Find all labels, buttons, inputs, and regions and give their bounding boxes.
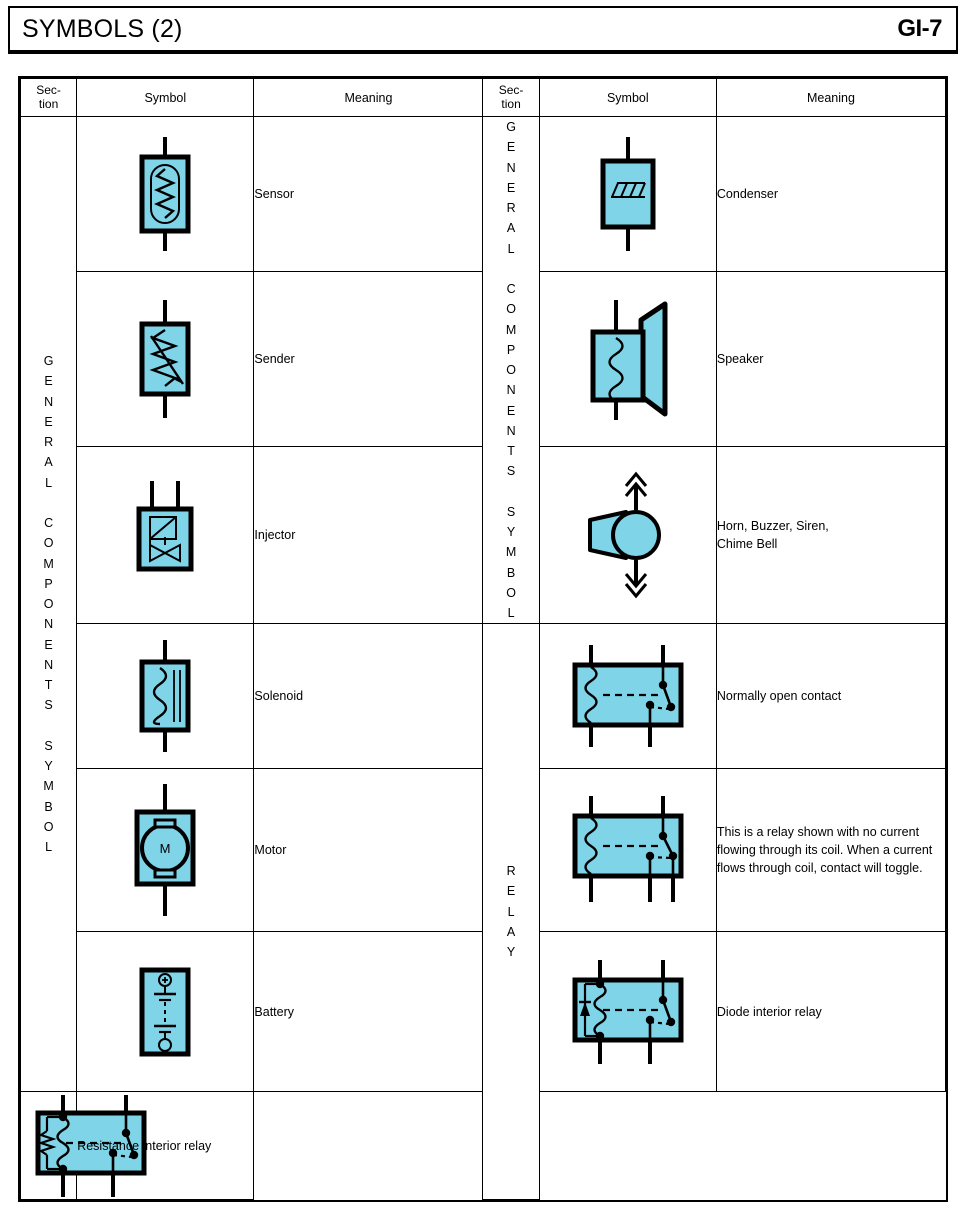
- meaning-sensor: Sensor: [253, 116, 484, 272]
- page-title: SYMBOLS (2): [22, 14, 183, 43]
- meaning-relay-normally-open: Normally open contact: [715, 623, 947, 770]
- motor-symbol: M: [76, 768, 255, 933]
- symbols-table: Sec- tion Symbol Meaning Sec- tion Symbo…: [19, 78, 947, 1201]
- column-header-symbol-left: Symbol: [76, 78, 255, 117]
- symbols-table-frame: Sec- tion Symbol Meaning Sec- tion Symbo…: [18, 76, 948, 1203]
- column-header-section-left: Sec- tion: [19, 78, 78, 117]
- solenoid-symbol: [76, 623, 255, 770]
- table-row: M Motor: [21, 768, 947, 933]
- footer-spacer: [8, 1202, 958, 1220]
- meaning-speaker: Speaker: [715, 270, 947, 448]
- page-header: SYMBOLS (2) GI-7: [8, 6, 958, 54]
- table-row: G E N E R A L C O M P O N E N T S S Y M …: [19, 115, 947, 1093]
- symbols-reference-page: SYMBOLS (2) GI-7 Sec- tion Symbol Meanin…: [8, 6, 958, 1203]
- table-row: Solenoid R E L A Y: [21, 623, 947, 1201]
- section-label-relay: R E L A Y: [482, 623, 540, 1201]
- column-header-meaning-left: Meaning: [253, 78, 484, 117]
- meaning-relay-resistance: Resistance interior relay: [76, 1091, 255, 1201]
- column-header-symbol-right: Symbol: [538, 78, 717, 117]
- meaning-injector: Injector: [253, 446, 484, 625]
- meaning-motor: Motor: [253, 768, 484, 933]
- page-marker: GI-7: [897, 15, 942, 42]
- meaning-solenoid: Solenoid: [253, 623, 484, 770]
- meaning-horn: Horn, Buzzer, Siren, Chime Bell: [715, 446, 947, 625]
- table-header-row: Sec- tion Symbol Meaning Sec- tion Symbo…: [19, 78, 947, 117]
- meaning-battery: Battery: [253, 931, 484, 1093]
- meaning-relay-changeover: This is a relay shown with no current fl…: [715, 768, 947, 933]
- relay-changeover-symbol: [538, 768, 717, 933]
- meaning-sender: Sender: [253, 270, 484, 448]
- sender-symbol: [76, 270, 255, 448]
- section-label-general-components-right: G E N E R A L C O M P O N E N T S S Y M …: [482, 115, 540, 625]
- column-header-section-right: Sec- tion: [482, 78, 540, 117]
- meaning-condenser: Condenser: [715, 116, 947, 272]
- relay-diode-symbol: [538, 931, 717, 1093]
- column-header-meaning-right: Meaning: [715, 78, 947, 117]
- battery-symbol: [76, 931, 255, 1093]
- table-row: Injector Horn, Buzzer, Siren, Chime Bell: [21, 446, 947, 625]
- table-row: Battery: [21, 931, 947, 1093]
- section-label-general-components-left: G E N E R A L C O M P O N E N T S S Y M …: [19, 115, 78, 1093]
- speaker-symbol: [538, 270, 717, 448]
- horn-symbol: [538, 446, 717, 625]
- condenser-symbol: [538, 116, 717, 272]
- relay-resistance-symbol: [19, 1091, 147, 1201]
- motor-label: M: [160, 841, 171, 856]
- meaning-relay-diode: Diode interior relay: [715, 931, 947, 1093]
- relay-normally-open-symbol: [538, 623, 717, 770]
- table-row: Sender Speaker: [21, 270, 947, 448]
- sensor-symbol: [76, 116, 255, 272]
- injector-symbol: [76, 446, 255, 625]
